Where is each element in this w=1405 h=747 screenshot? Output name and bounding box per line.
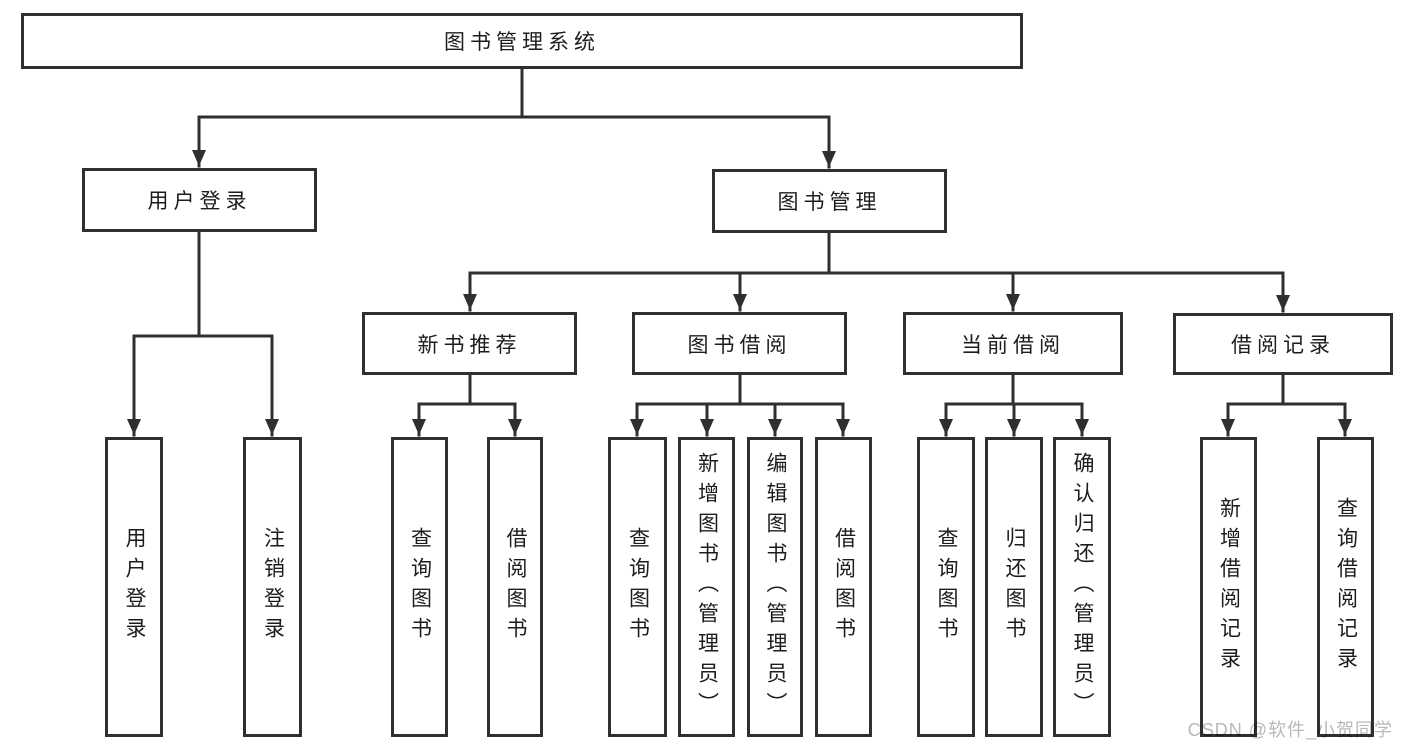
connector-book-borrow-branch	[630, 373, 850, 437]
node-label: 图书管理系统	[444, 31, 600, 54]
connector-user-login-branch	[127, 230, 279, 437]
node-label: 图书管理	[777, 191, 882, 214]
node-leaf-borrow-books-1: 借阅图书	[487, 437, 543, 737]
node-new-book-recommendation: 新书推荐	[362, 312, 577, 375]
node-leaf-query-books-2: 查询图书	[608, 437, 667, 737]
node-leaf-query-books-3: 查询图书	[917, 437, 975, 737]
node-label: 归还图书	[1003, 527, 1027, 647]
node-label: 当前借阅	[961, 333, 1065, 357]
node-leaf-add-borrow-record: 新增借阅记录	[1200, 437, 1257, 737]
node-label: 编辑图书（管理员）	[764, 452, 788, 722]
node-label: 查询图书	[935, 527, 959, 647]
node-book-borrowing: 图书借阅	[632, 312, 847, 375]
node-label: 用户登录	[147, 190, 252, 213]
node-leaf-borrow-books-2: 借阅图书	[815, 437, 872, 737]
node-label: 借阅图书	[504, 527, 528, 647]
csdn-watermark: CSDN @软件_小贺同学	[1187, 720, 1393, 740]
node-label: 查询借阅记录	[1334, 497, 1358, 677]
node-leaf-logout: 注销登录	[243, 437, 302, 737]
connector-borrow-record-branch	[1221, 373, 1352, 437]
node-leaf-query-borrow-record: 查询借阅记录	[1317, 437, 1374, 737]
connector-root-to-level2	[192, 67, 836, 169]
node-leaf-user-login: 用户登录	[105, 437, 163, 737]
node-label: 借阅记录	[1231, 334, 1335, 357]
node-user-login: 用户登录	[82, 168, 317, 232]
node-leaf-edit-books-admin: 编辑图书（管理员）	[747, 437, 803, 737]
node-label: 查询图书	[626, 527, 650, 647]
connector-new-book-branch	[412, 373, 522, 437]
node-borrowing-records: 借阅记录	[1173, 313, 1393, 375]
node-leaf-query-books-1: 查询图书	[391, 437, 448, 737]
connector-current-borrow-branch	[939, 373, 1089, 437]
node-label: 借阅图书	[832, 527, 856, 647]
node-book-management: 图书管理	[712, 169, 947, 233]
node-label: 新增借阅记录	[1217, 497, 1241, 677]
node-leaf-add-books-admin: 新增图书（管理员）	[678, 437, 735, 737]
node-label: 注销登录	[261, 527, 285, 647]
node-label: 用户登录	[123, 527, 147, 647]
node-label: 图书借阅	[687, 333, 792, 357]
node-leaf-confirm-return-admin: 确认归还（管理员）	[1053, 437, 1111, 737]
node-current-borrowing: 当前借阅	[903, 312, 1123, 375]
node-leaf-return-books: 归还图书	[985, 437, 1043, 737]
node-label: 确认归还（管理员）	[1071, 452, 1095, 722]
node-label: 新增图书（管理员）	[695, 452, 719, 722]
node-label: 新书推荐	[417, 333, 522, 357]
connector-book-management-branch	[463, 231, 1290, 313]
node-library-management-system: 图书管理系统	[21, 13, 1023, 69]
node-label: 查询图书	[408, 527, 432, 647]
